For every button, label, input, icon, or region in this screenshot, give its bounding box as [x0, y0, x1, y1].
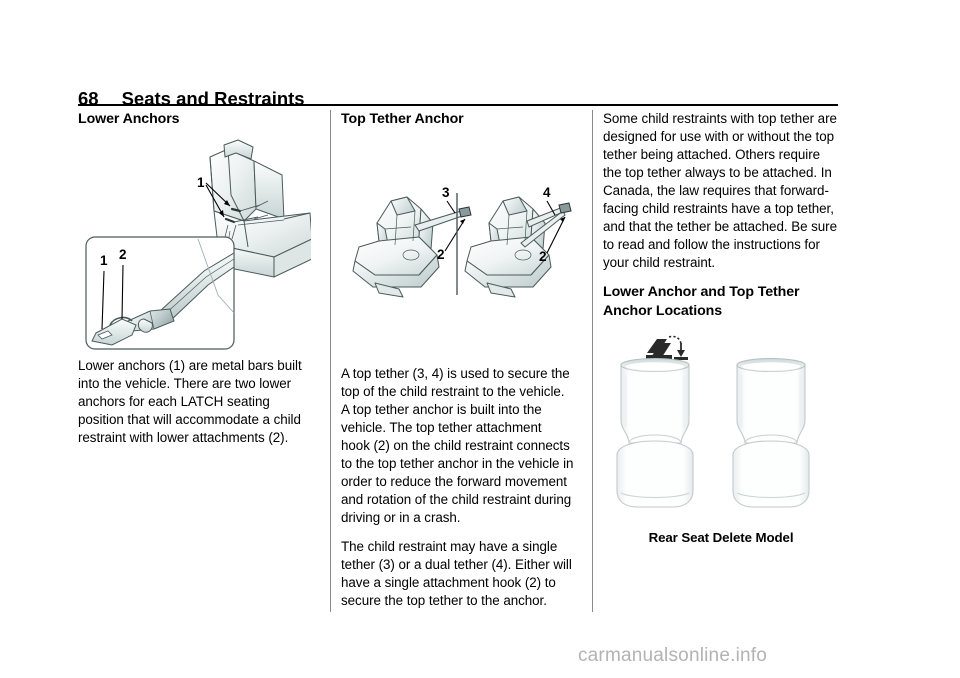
middle-paragraph-2: The child restraint may have a single te… — [341, 539, 572, 609]
callout-3: 3 — [442, 185, 450, 200]
heading-lower-anchors: Lower Anchors — [78, 111, 180, 127]
watermark: carmanualsonline.info — [0, 645, 960, 667]
middle-paragraph-1: A top tether (3, 4) is used to secure th… — [341, 365, 574, 525]
left-column: Lower Anchors — [78, 110, 311, 447]
top-tether-anchor-symbol-icon — [646, 335, 688, 360]
watermark-text: carmanualsonline.info — [577, 645, 768, 666]
rear-seat-delete-figure — [603, 331, 839, 517]
callout-4: 4 — [543, 185, 551, 200]
top-tether-anchor-figure: 3 2 — [341, 171, 574, 331]
child-restraint-single-tether — [352, 196, 440, 298]
lower-anchor-bars — [224, 207, 242, 223]
right-column: Some child restraints with top tether ar… — [603, 110, 839, 545]
heading-anchor-locations: Lower Anchor and Top Tether Anchor Locat… — [603, 284, 800, 320]
callout-2-inset: 2 — [119, 247, 127, 262]
page-number: 68 — [78, 87, 99, 109]
page-title: Seats and Restraints — [121, 87, 305, 109]
lower-anchors-figure: 1 — [78, 135, 311, 357]
dual-tether-straps — [520, 202, 572, 248]
heading-top-tether-anchor: Top Tether Anchor — [341, 111, 464, 127]
rear-seat-right — [732, 357, 810, 508]
page-header: 68 Seats and Restraints — [78, 78, 838, 108]
left-paragraph-1: Lower anchors (1) are metal bars built i… — [78, 357, 302, 445]
middle-column: Top Tether Anchor — [341, 110, 574, 610]
callout-2-left: 2 — [437, 247, 445, 262]
rear-seat-left — [616, 357, 694, 508]
column-divider-1 — [330, 110, 331, 612]
child-restraint-dual-tether — [464, 196, 552, 298]
header-rule — [78, 104, 838, 107]
single-tether-strap — [414, 206, 472, 232]
callout-1-inset: 1 — [100, 253, 108, 268]
figure-caption-rear-seat-delete: Rear Seat Delete Model — [648, 529, 794, 545]
callout-1-upper: 1 — [197, 175, 205, 190]
column-divider-2 — [592, 110, 593, 612]
right-paragraph-1: Some child restraints with top tether ar… — [603, 111, 837, 271]
callout-2-right: 2 — [539, 249, 547, 264]
